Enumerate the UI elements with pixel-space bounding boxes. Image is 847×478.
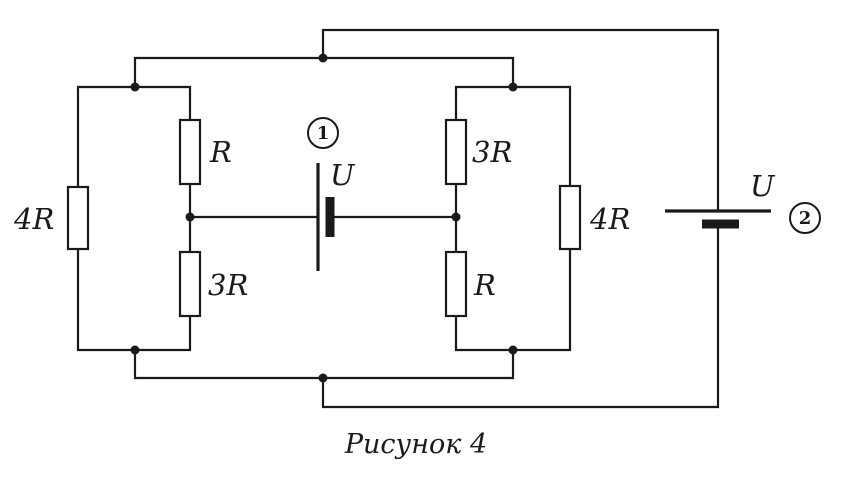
wire-right-outer-loop [511,85,572,352]
resistor-right-bottom [444,250,468,318]
node-bottom-center [318,373,328,383]
label-right-outer: 4R [589,202,630,236]
wire-left-outer-loop [76,85,137,352]
label-left-top: R [209,135,232,169]
battery2-number-ring [789,202,821,234]
node-bottom-left [130,345,140,355]
resistor-right-outer [558,184,582,251]
label-battery2-voltage: U [750,169,776,203]
battery1-number-ring [307,117,339,149]
resistor-right-top [444,118,468,186]
wire-battery2-loop [321,28,720,409]
resistor-left-outer [66,185,90,251]
label-left-bottom: 3R [208,268,248,302]
resistor-left-bottom [178,250,202,318]
label-right-bottom: R [473,268,496,302]
label-right-top: 3R [472,135,512,169]
node-top-right [508,82,518,92]
node-top-left [130,82,140,92]
battery2-number: 2 [799,208,812,229]
node-mid-right [451,212,461,222]
resistor-left-top [178,118,202,186]
node-mid-left [185,212,195,222]
figure-caption: Рисунок 4 [344,429,487,460]
label-battery1-voltage: U [330,158,356,192]
node-top-center [318,53,328,63]
battery1-number: 1 [317,123,330,144]
node-bottom-right [508,345,518,355]
label-left-outer: 4R [13,202,54,236]
